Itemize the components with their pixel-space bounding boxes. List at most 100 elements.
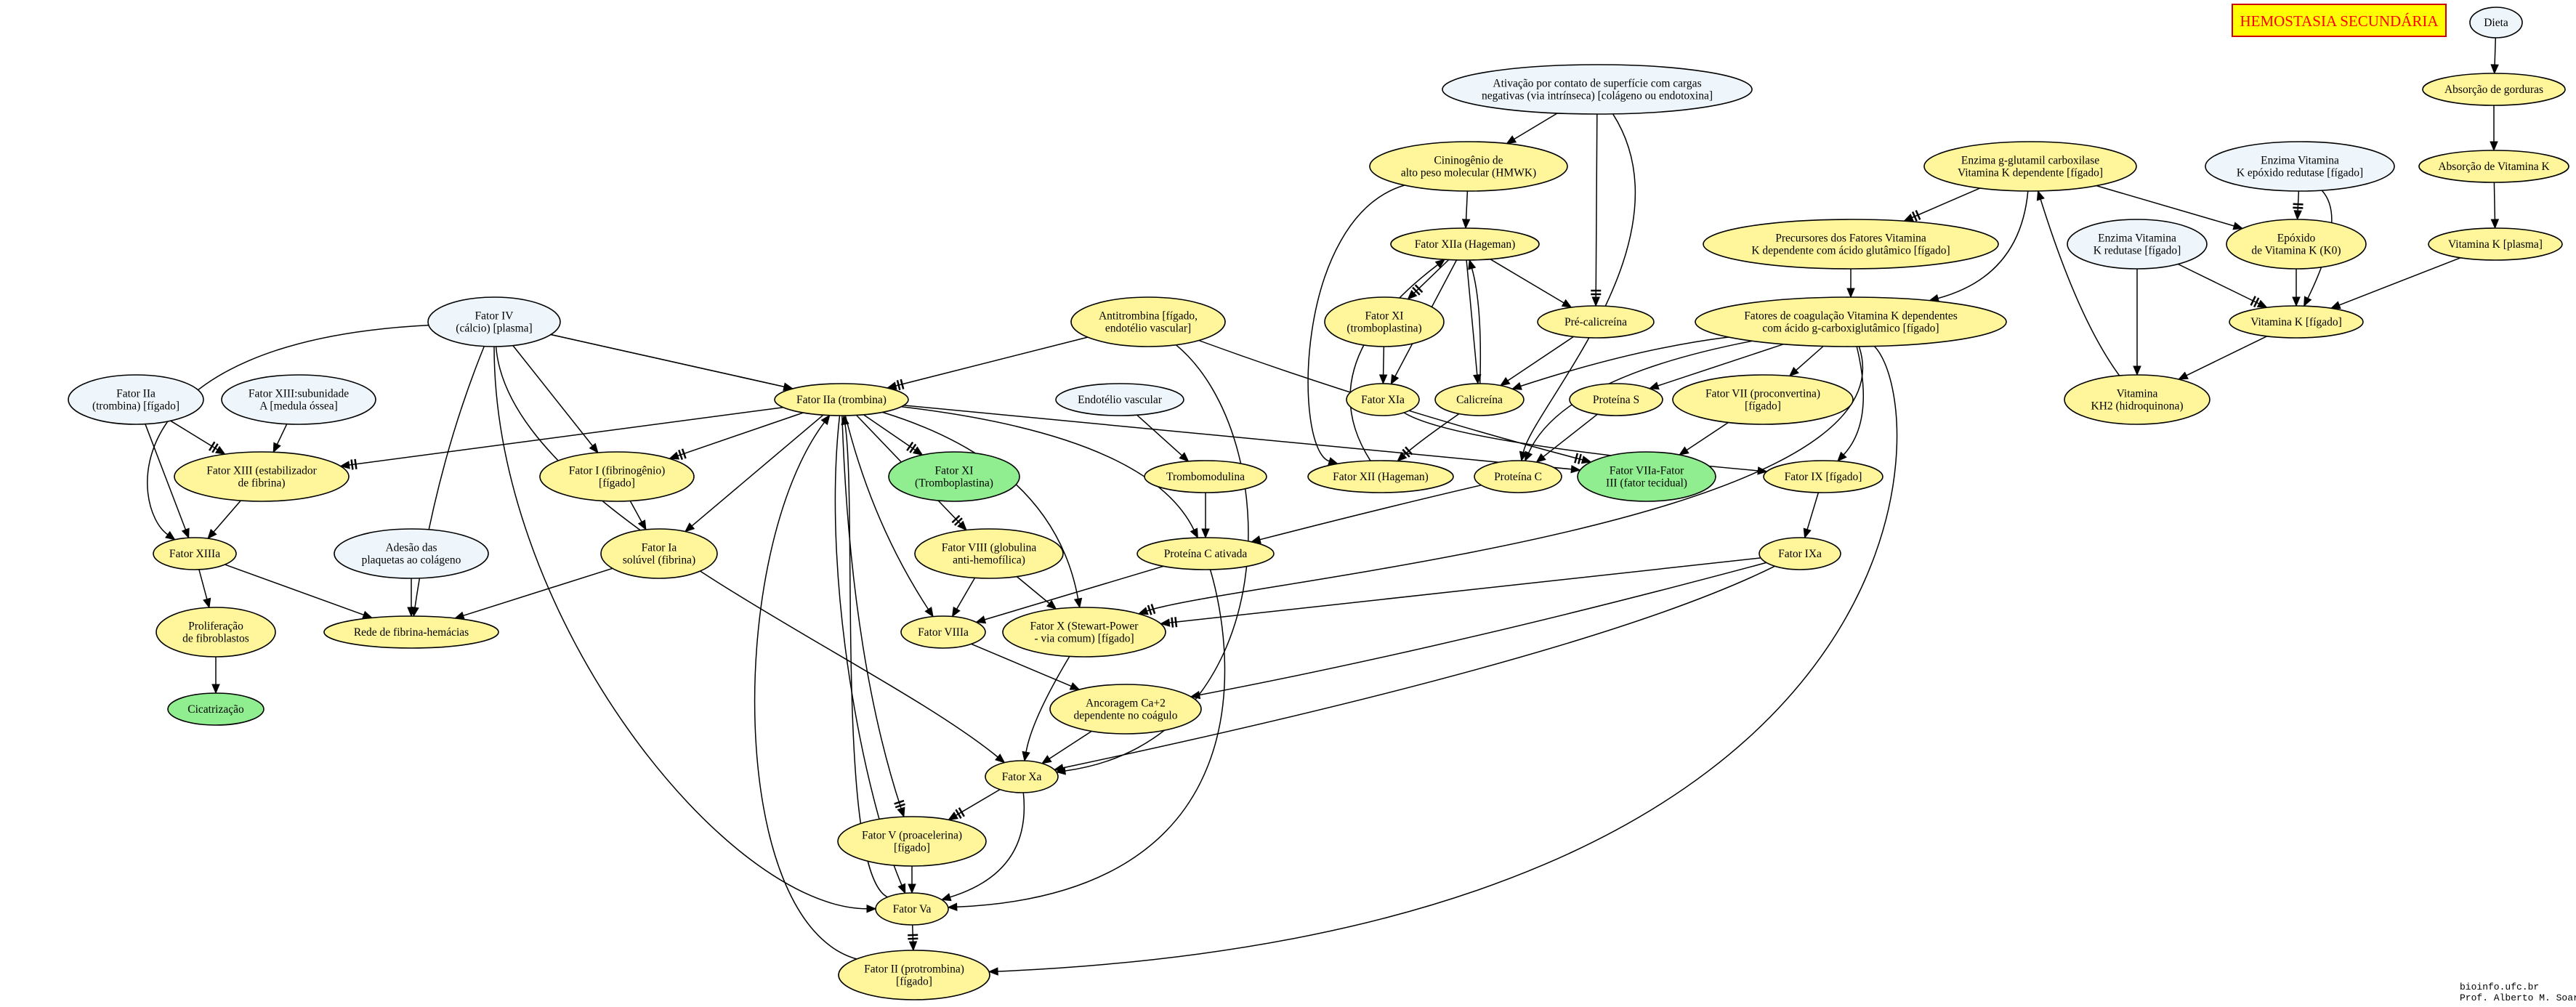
node-fxia: Fator XIa bbox=[1346, 383, 1420, 416]
node-label: alto peso molecular (HMWK) bbox=[1401, 167, 1536, 179]
node-label: Fator XIII (estabilizador bbox=[206, 465, 317, 477]
node-fvii: Fator VII (proconvertina)[fígado] bbox=[1672, 374, 1854, 425]
node-shape bbox=[167, 692, 265, 726]
node-label: Fator XIa bbox=[1361, 394, 1405, 406]
arrowhead bbox=[1190, 527, 1198, 539]
edge-line bbox=[882, 411, 1079, 599]
node-shape bbox=[221, 374, 376, 425]
node-abs-gord: Absorção de gorduras bbox=[2422, 73, 2566, 106]
edge-line bbox=[1686, 421, 1729, 451]
node-label: de fibrina) bbox=[238, 477, 286, 490]
node-shape bbox=[174, 451, 350, 502]
arrowhead bbox=[908, 941, 918, 952]
edge-antitrombina-to-fiia bbox=[886, 336, 1088, 391]
node-shape bbox=[2064, 374, 2210, 425]
arrowhead bbox=[407, 607, 416, 618]
node-label: Vitamina K [plasma] bbox=[2448, 238, 2543, 251]
node-shape bbox=[68, 374, 204, 425]
node-label: [fígado] bbox=[599, 477, 635, 490]
node-shape bbox=[1923, 141, 2137, 192]
edge-prot_c_at-to-fva bbox=[947, 569, 1226, 912]
node-shape bbox=[2422, 73, 2566, 106]
edge-line bbox=[629, 501, 642, 522]
arrowhead bbox=[940, 893, 952, 902]
edge-endotelio-to-trombomodulina bbox=[1136, 414, 1190, 462]
arrowhead bbox=[1137, 607, 1149, 615]
node-shape bbox=[334, 528, 489, 579]
node-fi: Fator I (fibrinogênio)[fígado] bbox=[539, 451, 695, 502]
node-shape bbox=[2469, 7, 2523, 39]
edge-fiv-to-fxiiia bbox=[147, 324, 429, 541]
edge-fiia-to-fia bbox=[684, 414, 824, 533]
inhibition-bar bbox=[1577, 453, 1582, 464]
inhibition-bar bbox=[211, 443, 219, 453]
node-prekal: Pré-calicreína bbox=[1537, 305, 1655, 339]
edge-fiia-to-fx bbox=[882, 411, 1083, 609]
title-box: HEMOSTASIA SECUNDÁRIA bbox=[2232, 4, 2447, 37]
node-fv: Fator V (proacelerina)[fígado] bbox=[837, 816, 987, 867]
node-label: Calicreína bbox=[1456, 394, 1503, 406]
inhibition-bar bbox=[2293, 206, 2304, 209]
edge-calicreina-to-fxiia bbox=[1468, 259, 1482, 384]
inhibition-bar bbox=[953, 517, 963, 526]
node-label: K dependente com ácido glutâmico [fígado… bbox=[1751, 245, 1950, 257]
edge-prot_s-to-prot_c bbox=[1535, 413, 1598, 463]
node-dieta: Dieta bbox=[2469, 7, 2523, 39]
edge-line bbox=[493, 346, 868, 910]
node-label: Fator XII (Hageman) bbox=[1333, 471, 1429, 483]
arrowhead bbox=[1846, 288, 1855, 299]
edge-fiv-to-fva bbox=[493, 346, 877, 913]
arrowhead bbox=[2490, 219, 2500, 230]
node-label: [fígado] bbox=[1745, 400, 1781, 413]
edge-fxiiia-to-prolif bbox=[198, 569, 211, 609]
node-vitk-plasma: Vitamina K [plasma] bbox=[2428, 227, 2563, 261]
arrowhead bbox=[1434, 259, 1446, 269]
arrowhead bbox=[637, 519, 647, 531]
edge-line bbox=[2186, 336, 2267, 376]
inhibition-bar bbox=[1150, 604, 1156, 615]
node-shape bbox=[914, 528, 1064, 579]
node-fatores-k: Fatores de coagulação Vitamina K depende… bbox=[1695, 296, 2007, 347]
arrowhead bbox=[165, 530, 176, 541]
node-calicreina: Calicreína bbox=[1434, 383, 1525, 416]
edge-line bbox=[170, 420, 218, 450]
edge-line bbox=[677, 412, 804, 457]
edge-epoxido-to-vitk_figado bbox=[2292, 269, 2301, 307]
node-label: Ativação por contato de superfície com c… bbox=[1493, 78, 1701, 90]
edge-line bbox=[901, 406, 1195, 530]
edge-line bbox=[1911, 187, 1981, 219]
inhibition-bar bbox=[1574, 453, 1579, 464]
edge-line bbox=[1796, 345, 1824, 371]
node-shape bbox=[2205, 141, 2395, 192]
node-shape bbox=[985, 760, 1059, 793]
edge-abs_gord-to-abs_vitk bbox=[2490, 105, 2498, 152]
node-label: Fator XIIa (Hageman) bbox=[1415, 238, 1516, 251]
node-label: Fator VIII (globulina bbox=[942, 542, 1037, 554]
inhibition-bar bbox=[1171, 617, 1174, 628]
edge-line bbox=[1520, 336, 1729, 387]
node-shape bbox=[1442, 64, 1753, 115]
arrowhead bbox=[1535, 453, 1546, 463]
edge-fxiii-to-fxiiia bbox=[207, 500, 241, 540]
edge-fatores_k-to-fii bbox=[988, 346, 1898, 976]
arrowhead bbox=[924, 607, 934, 618]
edge-fva-to-fii bbox=[908, 924, 918, 952]
arrowhead bbox=[897, 806, 905, 818]
arrowhead bbox=[866, 905, 877, 913]
node-fiia: Fator IIa (trombina) bbox=[774, 383, 909, 416]
edge-vitk_figado-to-kh2 bbox=[2177, 336, 2267, 380]
node-shape bbox=[539, 451, 695, 502]
edge-line bbox=[1465, 190, 1469, 220]
arrowhead bbox=[1179, 452, 1190, 462]
edge-fvii-to-fviia_iii bbox=[1679, 421, 1729, 456]
arrowhead bbox=[1069, 682, 1081, 690]
edge-fiia-to-fv bbox=[841, 415, 905, 818]
inhibition-bar bbox=[209, 441, 216, 451]
edge-line bbox=[844, 415, 929, 610]
node-label: anti-hemofílica) bbox=[953, 554, 1025, 567]
edge-line bbox=[1062, 565, 1775, 769]
edge-fviii-to-fx bbox=[1016, 575, 1057, 610]
arrowhead bbox=[1648, 381, 1660, 390]
edge-fi-to-fia bbox=[629, 501, 647, 531]
inhibition-bar bbox=[958, 807, 965, 817]
